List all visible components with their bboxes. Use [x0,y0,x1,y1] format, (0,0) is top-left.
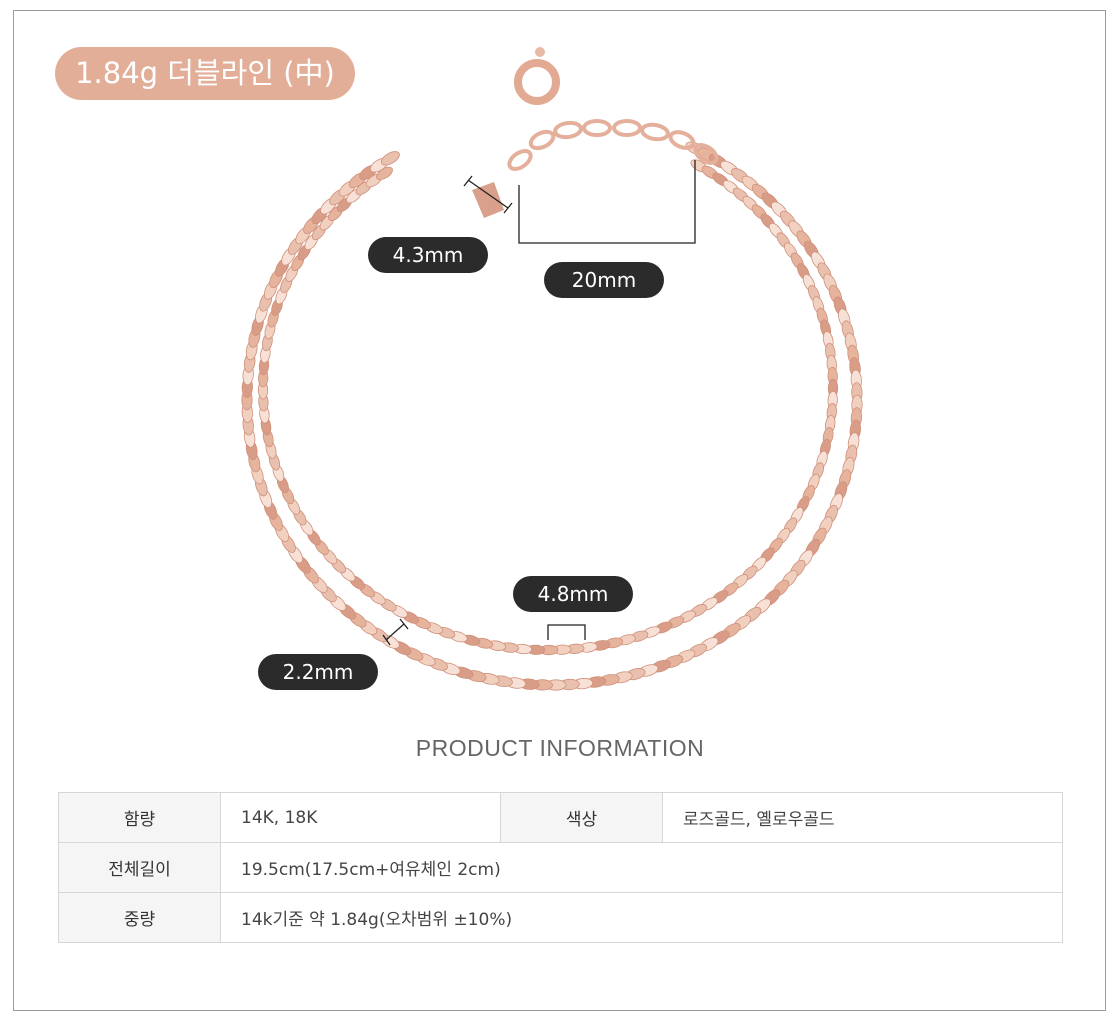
product-info-table: 함량 14K, 18K 색상 로즈골드, 옐로우골드 전체길이 19.5cm(1… [58,792,1063,943]
chain-width-label: 2.2mm [258,654,378,690]
product-title-badge: 1.84g 더블라인 (中) [55,47,355,100]
product-information-heading: PRODUCT INFORMATION [415,735,705,761]
total-length-value: 19.5cm(17.5cm+여유체인 2cm) [220,842,1063,893]
table-row: 중량 14k기준 약 1.84g(오차범위 ±10%) [58,892,1063,943]
chain-link [380,151,400,166]
material-label: 함량 [58,792,221,843]
chain-link [376,166,393,181]
inner-chain-strand [257,159,839,656]
bracelet-image [241,47,863,691]
table-row: 전체길이 19.5cm(17.5cm+여유체인 2cm) [58,842,1063,893]
link-length-label: 4.8mm [513,576,633,612]
page-frame [13,10,1106,1011]
spring-ring-clasp [514,59,560,105]
bracelet-chains [241,141,863,691]
weight-value: 14k기준 약 1.84g(오차범위 ±10%) [220,892,1063,943]
outer-chain-strand [241,141,863,691]
pendant-charm [472,182,504,218]
pendant-size-label: 4.3mm [368,237,488,273]
color-label: 색상 [500,792,663,843]
table-row: 함량 14K, 18K 색상 로즈골드, 옐로우골드 [58,792,1063,843]
measure-lines [382,160,696,646]
color-value: 로즈골드, 옐로우골드 [662,792,1063,843]
extension-chain [507,119,719,171]
material-value: 14K, 18K [220,792,501,843]
bracelet-parts [382,47,719,646]
weight-label: 중량 [58,892,221,943]
total-length-label: 전체길이 [58,842,221,893]
extension-length-label: 20mm [544,262,664,298]
clasp-tab [535,47,545,57]
